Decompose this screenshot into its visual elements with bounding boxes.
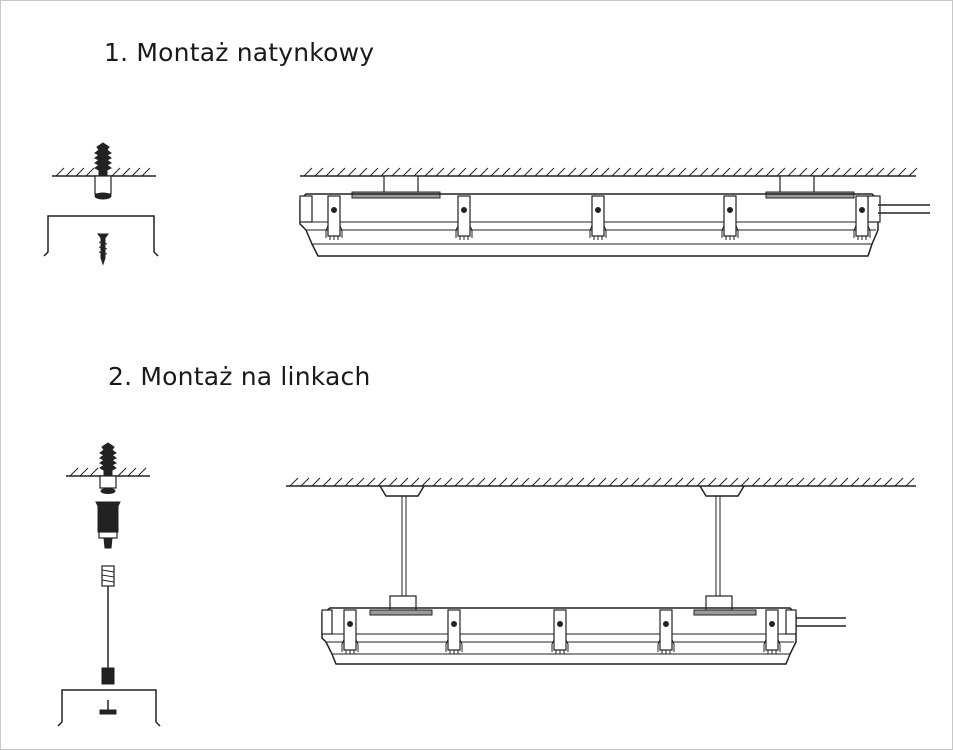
ceiling-hatching-1 [303,167,918,177]
suspension-mount-detail [57,442,161,727]
surface-mount-detail [43,142,159,266]
surface-mount-luminaire [299,175,930,257]
suspension-mount-luminaire [286,485,916,665]
ceiling-hatching-2 [289,477,915,487]
section-1-heading: 1. Montaż natynkowy [104,38,375,67]
section-2-heading: 2. Montaż na linkach [108,362,371,391]
